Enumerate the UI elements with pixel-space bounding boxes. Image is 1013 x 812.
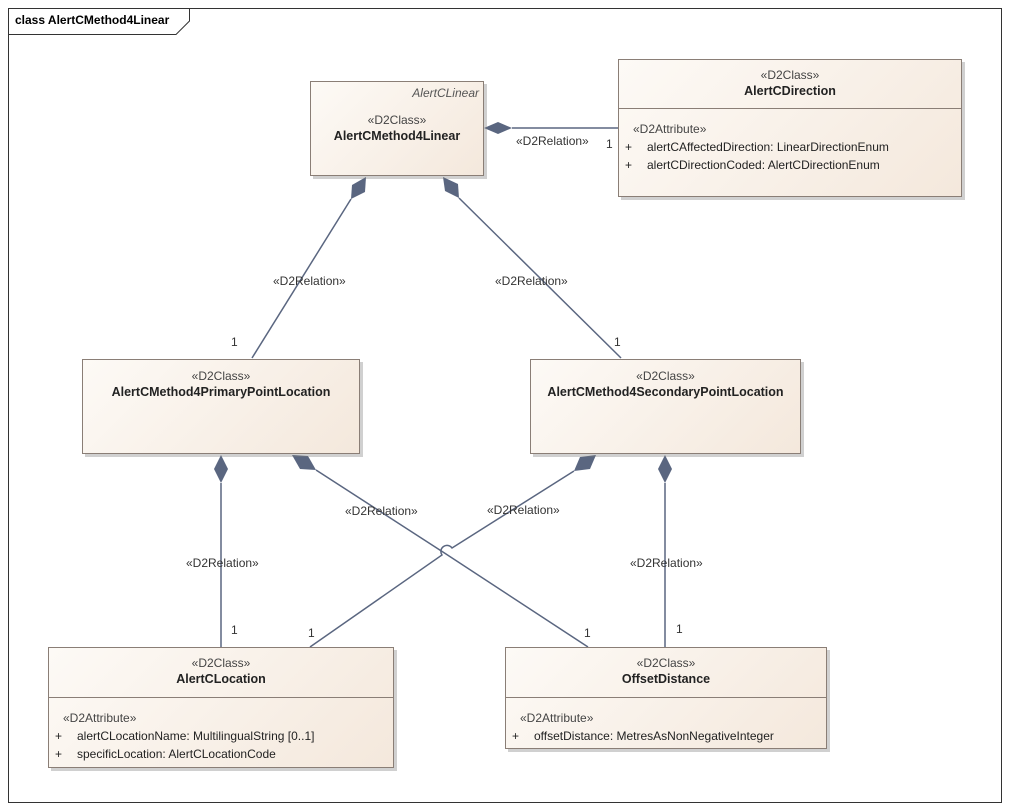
- class-offsetdistance[interactable]: «D2Class» OffsetDistance «D2Attribute» +…: [505, 647, 827, 749]
- attribute-compartment: «D2Attribute» + alertCLocationName: Multi…: [49, 697, 393, 763]
- multiplicity-label: 1: [676, 622, 683, 636]
- class-alertcmethod4secondarypointlocation[interactable]: «D2Class» AlertCMethod4SecondaryPointLoc…: [530, 359, 801, 454]
- class-name: AlertCMethod4PrimaryPointLocation: [111, 385, 331, 399]
- composition-diamond-icon: [658, 455, 672, 483]
- class-name: AlertCMethod4SecondaryPointLocation: [547, 385, 784, 399]
- edge-primary-offset[interactable]: [315, 469, 589, 648]
- template-parameter-label: AlertCLinear: [412, 86, 479, 100]
- class-name: AlertCMethod4Linear: [333, 129, 461, 143]
- attribute-compartment: «D2Attribute» + alertCAffectedDirection: …: [619, 108, 961, 174]
- multiplicity-label: 1: [231, 335, 238, 349]
- composition-diamond-icon: [351, 177, 366, 199]
- composition-diamond-icon: [443, 177, 459, 198]
- relation-label: «D2Relation»: [516, 134, 589, 148]
- visibility-marker: +: [55, 747, 63, 761]
- attribute-row[interactable]: + alertCDirectionCoded: AlertCDirectionEn…: [625, 156, 961, 174]
- attribute-text: alertCAffectedDirection: LinearDirection…: [647, 140, 889, 154]
- relation-label: «D2Relation»: [487, 503, 560, 517]
- diagram-kind: class: [15, 13, 46, 27]
- multiplicity-label: 1: [231, 623, 238, 637]
- diagram-title: class AlertCMethod4Linear: [15, 13, 169, 27]
- relation-label: «D2Relation»: [186, 556, 259, 570]
- relation-label: «D2Relation»: [273, 274, 346, 288]
- visibility-marker: +: [625, 158, 633, 172]
- diagram-frame: [8, 8, 1002, 803]
- class-alertcdirection[interactable]: «D2Class» AlertCDirection «D2Attribute» …: [618, 59, 962, 197]
- composition-diamond-icon: [292, 455, 316, 470]
- class-stereotype: «D2Class»: [367, 113, 427, 127]
- attribute-compartment: «D2Attribute» + offsetDistance: MetresAsN…: [506, 697, 826, 745]
- composition-diamond-icon: [214, 455, 228, 483]
- attribute-text: alertCLocationName: MultilingualString […: [77, 729, 315, 743]
- frame-tab-outline: [8, 8, 190, 35]
- attribute-row[interactable]: + alertCLocationName: MultilingualString …: [55, 727, 393, 745]
- composition-diamond-icon: [484, 122, 512, 134]
- relation-label: «D2Relation»: [630, 556, 703, 570]
- attribute-stereotype: «D2Attribute»: [520, 711, 594, 725]
- class-name: AlertCLocation: [176, 672, 266, 686]
- edge-linear-primary[interactable]: [251, 198, 352, 359]
- relation-label: «D2Relation»: [345, 504, 418, 518]
- relation-label: «D2Relation»: [495, 274, 568, 288]
- class-name: AlertCDirection: [744, 84, 836, 98]
- attribute-row[interactable]: + specificLocation: AlertCLocationCode: [55, 745, 393, 763]
- class-stereotype: «D2Class»: [760, 68, 820, 82]
- class-stereotype: «D2Class»: [636, 656, 696, 670]
- class-stereotype: «D2Class»: [191, 369, 251, 383]
- visibility-marker: +: [55, 729, 63, 743]
- multiplicity-label: 1: [584, 626, 591, 640]
- multiplicity-label: 1: [308, 626, 315, 640]
- attribute-row[interactable]: + alertCAffectedDirection: LinearDirectio…: [625, 138, 961, 156]
- composition-diamond-icon: [574, 455, 596, 471]
- multiplicity-label: 1: [614, 335, 621, 349]
- multiplicity-label: 1: [606, 137, 613, 151]
- attribute-text: offsetDistance: MetresAsNonNegativeInteg…: [534, 729, 774, 743]
- class-stereotype: «D2Class»: [636, 369, 695, 383]
- attribute-text: alertCDirectionCoded: AlertCDirectionEnu…: [647, 158, 880, 172]
- visibility-marker: +: [625, 140, 633, 154]
- edge-secondary-location[interactable]: [309, 470, 575, 648]
- edge-linear-secondary[interactable]: [458, 197, 622, 359]
- visibility-marker: +: [512, 729, 520, 743]
- attribute-row[interactable]: + offsetDistance: MetresAsNonNegativeInte…: [512, 727, 826, 745]
- attribute-stereotype: «D2Attribute»: [63, 711, 137, 725]
- class-alertcmethod4primarypointlocation[interactable]: «D2Class» AlertCMethod4PrimaryPointLocat…: [82, 359, 360, 454]
- diagram-name: AlertCMethod4Linear: [47, 13, 170, 27]
- class-stereotype: «D2Class»: [191, 656, 251, 670]
- attribute-text: specificLocation: AlertCLocationCode: [77, 747, 276, 761]
- attribute-stereotype: «D2Attribute»: [633, 122, 707, 136]
- class-name: OffsetDistance: [621, 672, 711, 686]
- class-alertclocation[interactable]: «D2Class» AlertCLocation «D2Attribute» +…: [48, 647, 394, 768]
- class-alertcmethod4linear[interactable]: AlertCLinear «D2Class» AlertCMethod4Line…: [310, 81, 484, 176]
